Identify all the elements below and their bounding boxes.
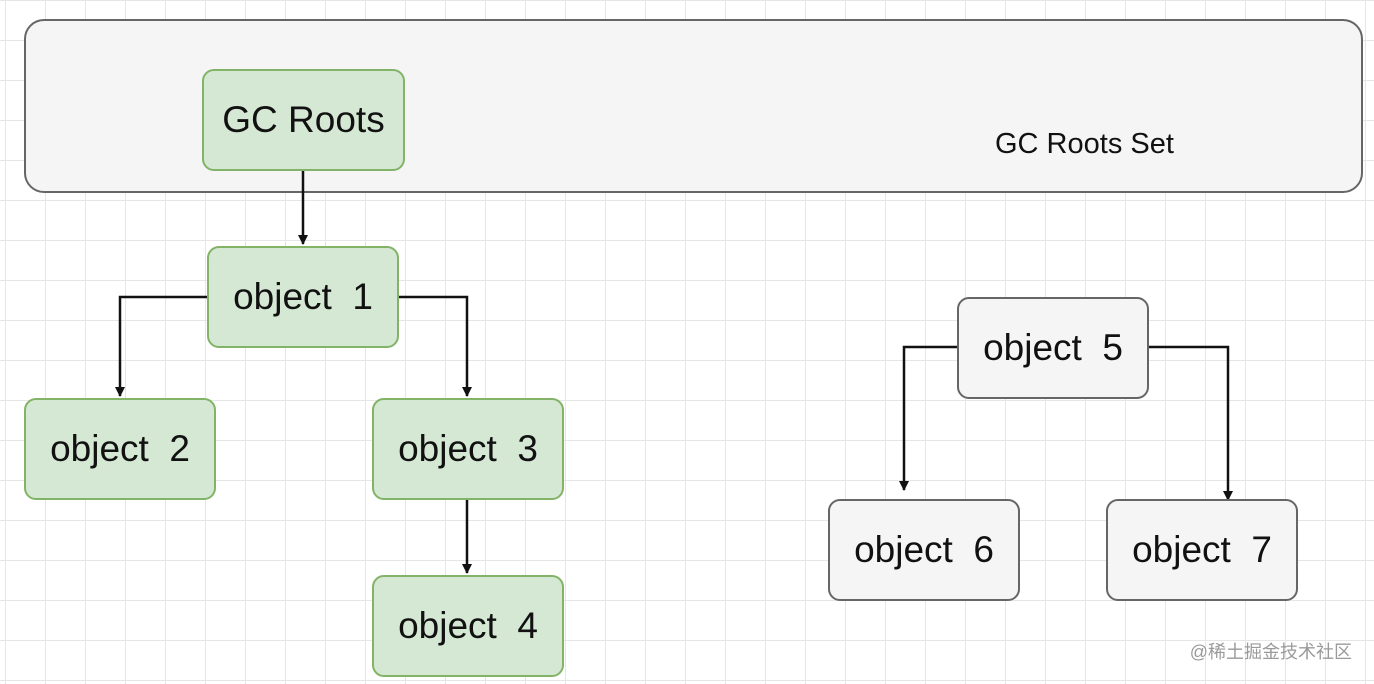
object-5-node: object 5 (957, 297, 1149, 399)
edge-object1-object3 (398, 295, 472, 397)
watermark-text: @稀土掘金技术社区 (1189, 642, 1352, 662)
edge-object5-object7 (1148, 345, 1233, 501)
object-6-node: object 6 (828, 499, 1020, 601)
gc-roots-node: GC Roots (202, 69, 405, 171)
object-4-node: object 4 (372, 575, 564, 677)
gc-roots-set-label: GC Roots Set (995, 128, 1174, 160)
object-2-node: object 2 (24, 398, 216, 500)
object-7-node: object 7 (1106, 499, 1298, 601)
edge-object1-object2 (115, 295, 208, 397)
edge-object5-object6 (899, 345, 958, 491)
object-3-node: object 3 (372, 398, 564, 500)
object-1-node: object 1 (207, 246, 399, 348)
